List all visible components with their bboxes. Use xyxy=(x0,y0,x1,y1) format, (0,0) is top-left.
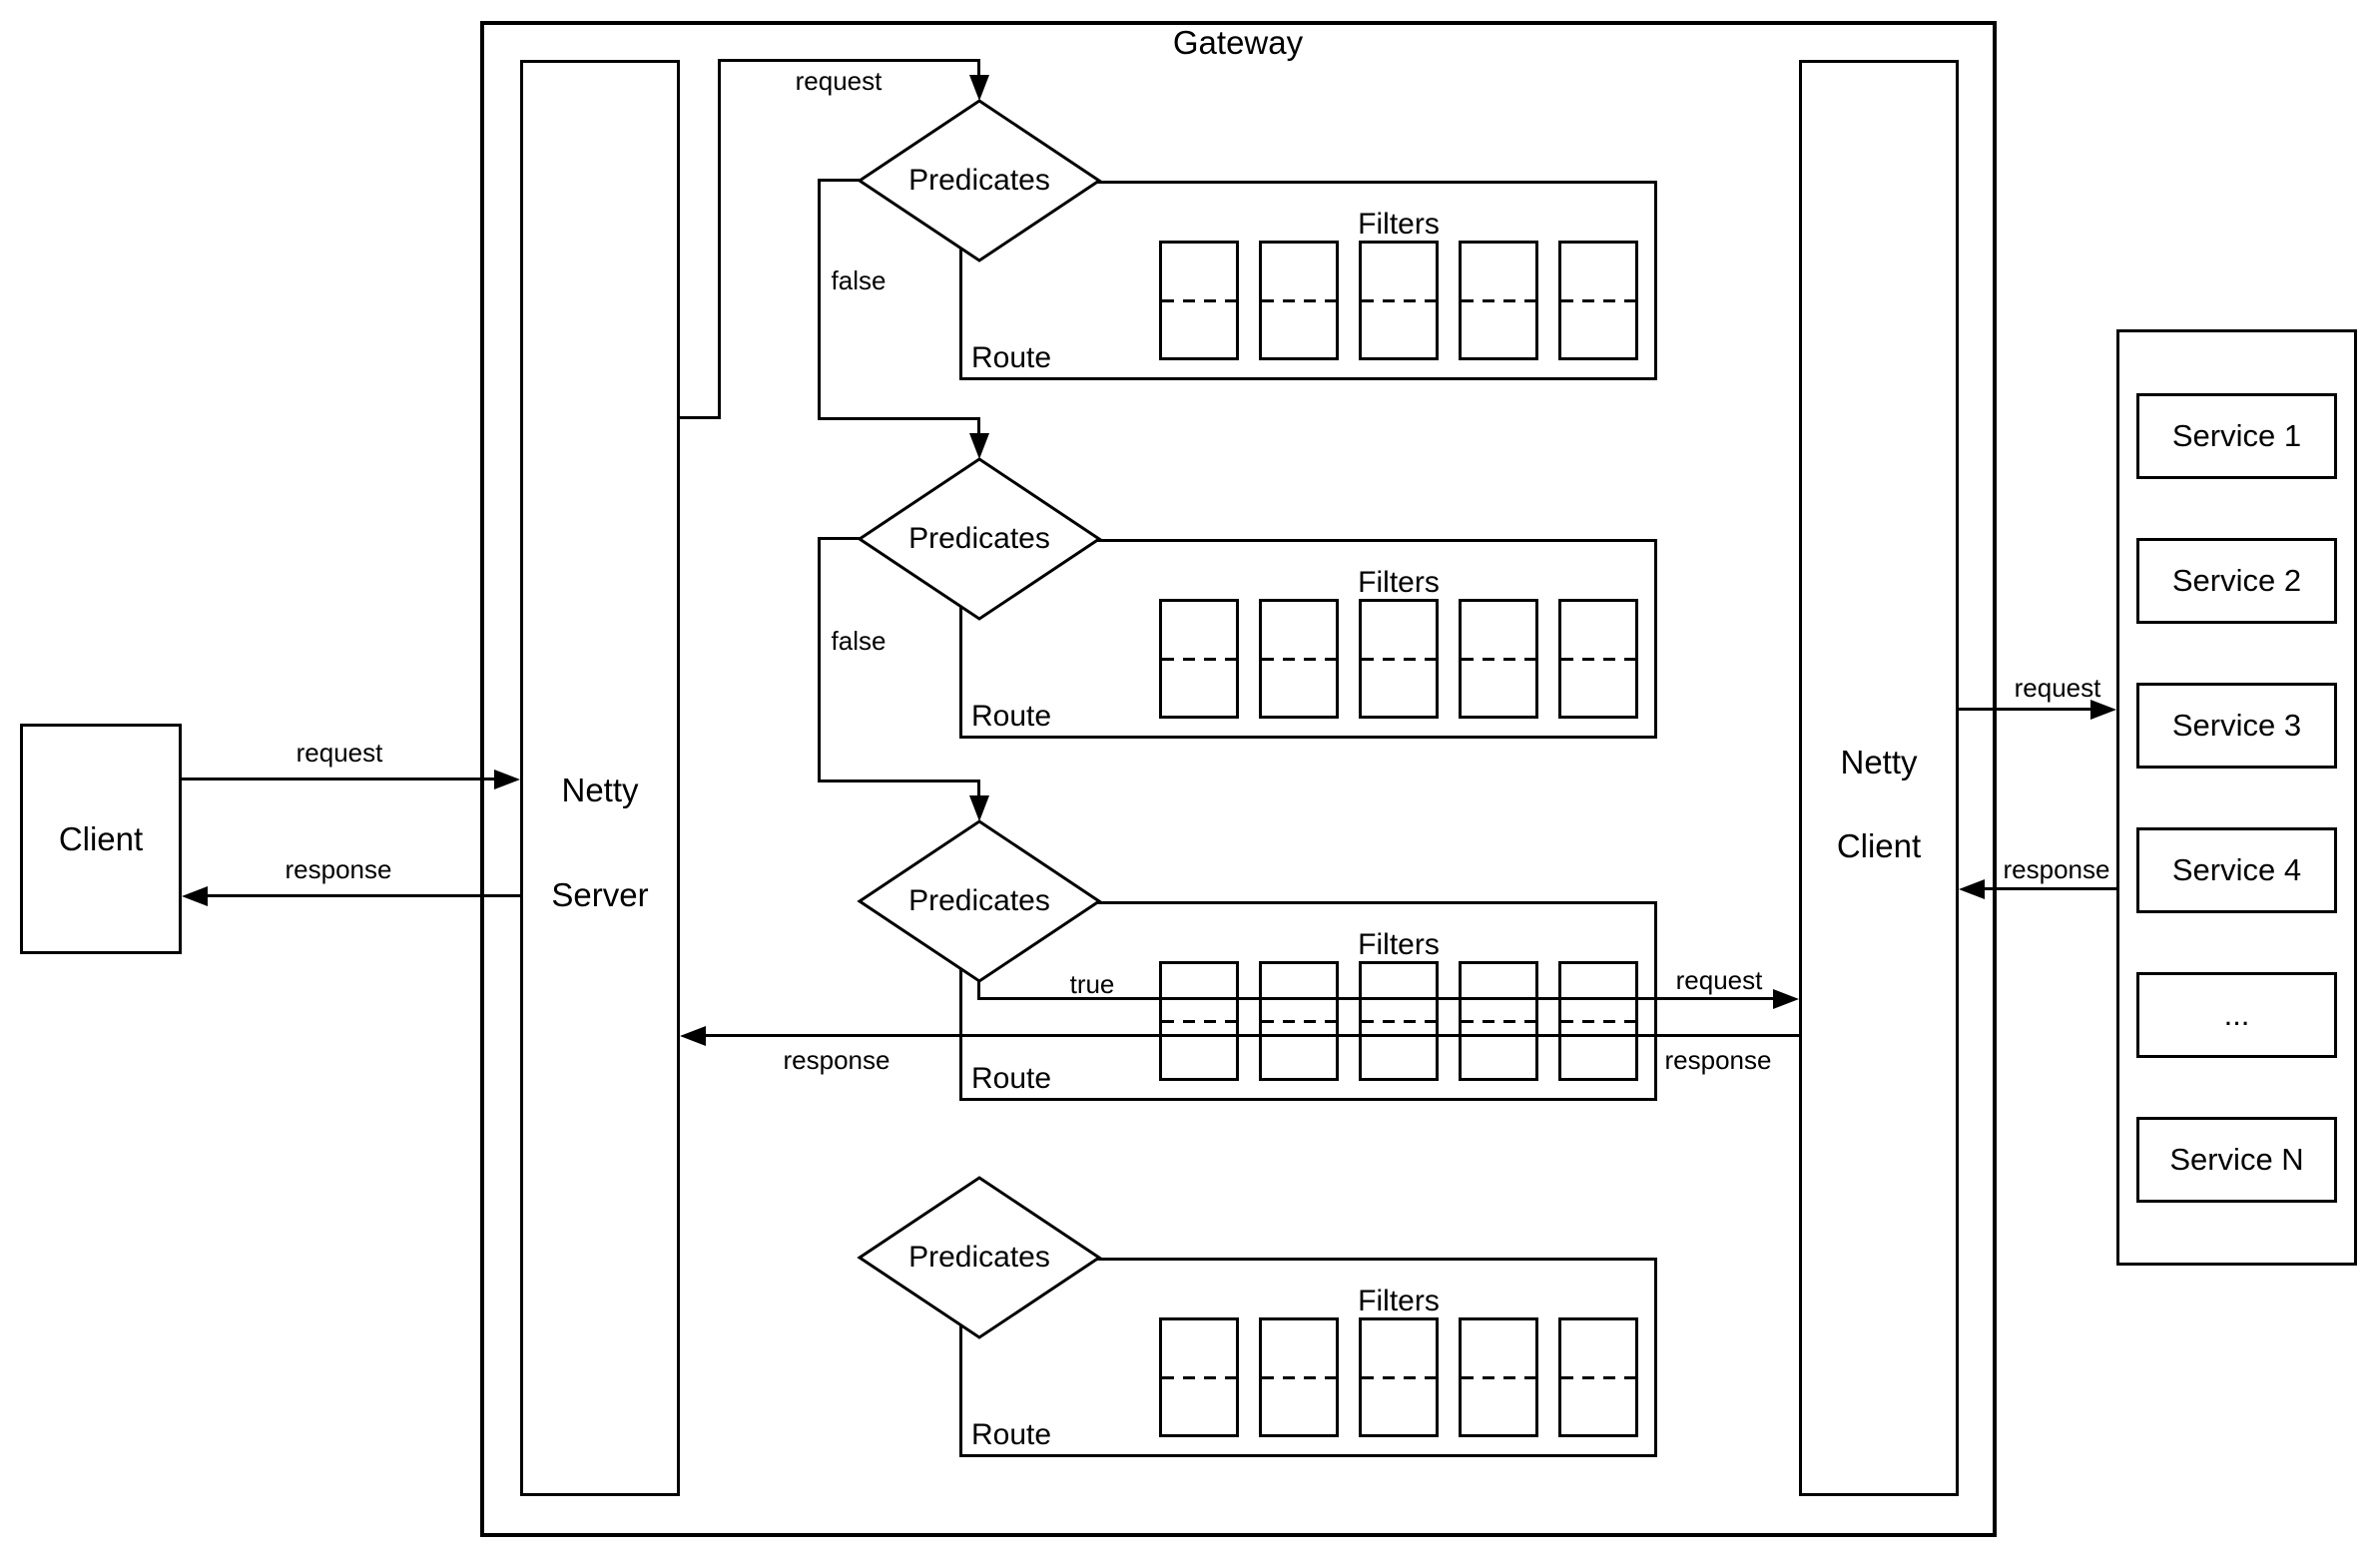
entry-request-top-line xyxy=(718,59,980,62)
route-4-filter-5 xyxy=(1558,1317,1638,1437)
filters-2-label: Filters xyxy=(1358,565,1440,599)
false-1-arrowhead-icon xyxy=(969,433,989,459)
false-1-into-diamond xyxy=(977,417,980,437)
route-2-label: Route xyxy=(971,700,1052,733)
services-response-line xyxy=(1983,887,2116,890)
route-4-filter-4 xyxy=(1459,1317,1538,1437)
route-2-filter-1 xyxy=(1159,599,1239,719)
filters-1-label: Filters xyxy=(1358,207,1440,241)
predicates-4-diamond xyxy=(857,1176,1102,1339)
service-2-box: Service 2 xyxy=(2136,538,2337,624)
route-3-filter-3 xyxy=(1359,961,1439,1081)
entry-request-riser xyxy=(718,59,721,419)
client-response-arrowhead-icon xyxy=(182,886,208,906)
predicates-1-label: Predicates xyxy=(908,163,1050,197)
services-request-label: request xyxy=(2014,673,2101,704)
row3-request-arrowhead-icon xyxy=(1773,989,1799,1009)
route-2-filter-2 xyxy=(1259,599,1339,719)
client-response-label: response xyxy=(285,854,392,885)
client-label: Client xyxy=(58,820,144,858)
route-3-filter-5 xyxy=(1558,961,1638,1081)
entry-request-label: request xyxy=(795,66,883,97)
services-request-arrowhead-icon xyxy=(2090,700,2116,720)
entry-request-drop xyxy=(977,59,980,79)
service-1-label: Service 1 xyxy=(2171,418,2302,454)
route-3-filter-2 xyxy=(1259,961,1339,1081)
entry-request-arrowhead-icon xyxy=(969,75,989,101)
netty-server-box xyxy=(520,60,680,1496)
predicates-4-label: Predicates xyxy=(908,1240,1050,1274)
predicates-2-label: Predicates xyxy=(908,521,1050,555)
client-response-line xyxy=(206,894,520,897)
service-3-box: Service 3 xyxy=(2136,683,2337,769)
entry-request-connector xyxy=(680,416,721,419)
service-3-label: Service 3 xyxy=(2171,708,2302,744)
service-1-box: Service 1 xyxy=(2136,393,2337,479)
false-2-stub xyxy=(820,537,860,540)
route-1-filter-1 xyxy=(1159,241,1239,360)
services-response-label: response xyxy=(2003,854,2110,885)
filters-4-label: Filters xyxy=(1358,1284,1440,1317)
client-box xyxy=(20,724,182,954)
route-3-filter-1 xyxy=(1159,961,1239,1081)
services-response-arrowhead-icon xyxy=(1959,879,1985,899)
route-2-filter-4 xyxy=(1459,599,1538,719)
route-2-filter-3 xyxy=(1359,599,1439,719)
false-2-drop xyxy=(818,537,821,782)
false-1-drop xyxy=(818,179,821,420)
client-request-label: request xyxy=(296,738,383,769)
false-2-run xyxy=(818,780,980,782)
netty-client-label-line1: Netty xyxy=(1840,744,1918,781)
netty-server-label-line2: Server xyxy=(551,876,649,914)
false-2-into-diamond xyxy=(977,780,980,799)
predicates-1-diamond xyxy=(857,99,1102,262)
service-n-box: Service N xyxy=(2136,1117,2337,1203)
route-2-filter-5 xyxy=(1558,599,1638,719)
predicates-2-diamond xyxy=(857,457,1102,621)
client-request-arrowhead-icon xyxy=(494,770,520,789)
filters-3-label: Filters xyxy=(1358,927,1440,961)
services-box xyxy=(2116,329,2357,1266)
service-4-box: Service 4 xyxy=(2136,827,2337,913)
route-1-filter-5 xyxy=(1558,241,1638,360)
false-2-label: false xyxy=(831,626,887,657)
false-1-run xyxy=(818,417,980,420)
route-1-filter-2 xyxy=(1259,241,1339,360)
netty-server-label-line1: Netty xyxy=(561,772,639,809)
route-3-filter-4 xyxy=(1459,961,1538,1081)
row3-request-line xyxy=(977,997,1775,1000)
route-1-filter-4 xyxy=(1459,241,1538,360)
false-2-arrowhead-icon xyxy=(969,795,989,821)
service-ellipsis-box: ... xyxy=(2136,972,2337,1058)
service-ellipsis-label: ... xyxy=(2223,997,2250,1033)
true-3-drop xyxy=(977,981,980,1000)
route-4-filter-2 xyxy=(1259,1317,1339,1437)
netty-client-box xyxy=(1799,60,1959,1496)
services-request-line xyxy=(1959,708,2092,711)
row3-request-label: request xyxy=(1675,965,1763,996)
route-1-label: Route xyxy=(971,341,1052,374)
service-2-label: Service 2 xyxy=(2171,563,2302,599)
client-request-line xyxy=(182,778,496,780)
row3-response-right-label: response xyxy=(1664,1045,1772,1076)
row3-response-left-label: response xyxy=(783,1045,891,1076)
false-1-label: false xyxy=(831,265,887,296)
row3-response-arrowhead-icon xyxy=(680,1026,706,1046)
route-4-filter-3 xyxy=(1359,1317,1439,1437)
row3-response-line xyxy=(704,1034,1799,1037)
netty-client-label-line2: Client xyxy=(1836,827,1922,865)
route-4-label: Route xyxy=(971,1418,1052,1451)
service-n-label: Service N xyxy=(2169,1142,2304,1178)
predicates-3-label: Predicates xyxy=(908,883,1050,917)
false-1-stub xyxy=(820,179,860,182)
route-4-filter-1 xyxy=(1159,1317,1239,1437)
route-1-filter-3 xyxy=(1359,241,1439,360)
gateway-title: Gateway xyxy=(1172,24,1304,61)
true-3-label: true xyxy=(1069,969,1115,1000)
route-3-label: Route xyxy=(971,1062,1052,1095)
service-4-label: Service 4 xyxy=(2171,852,2302,888)
